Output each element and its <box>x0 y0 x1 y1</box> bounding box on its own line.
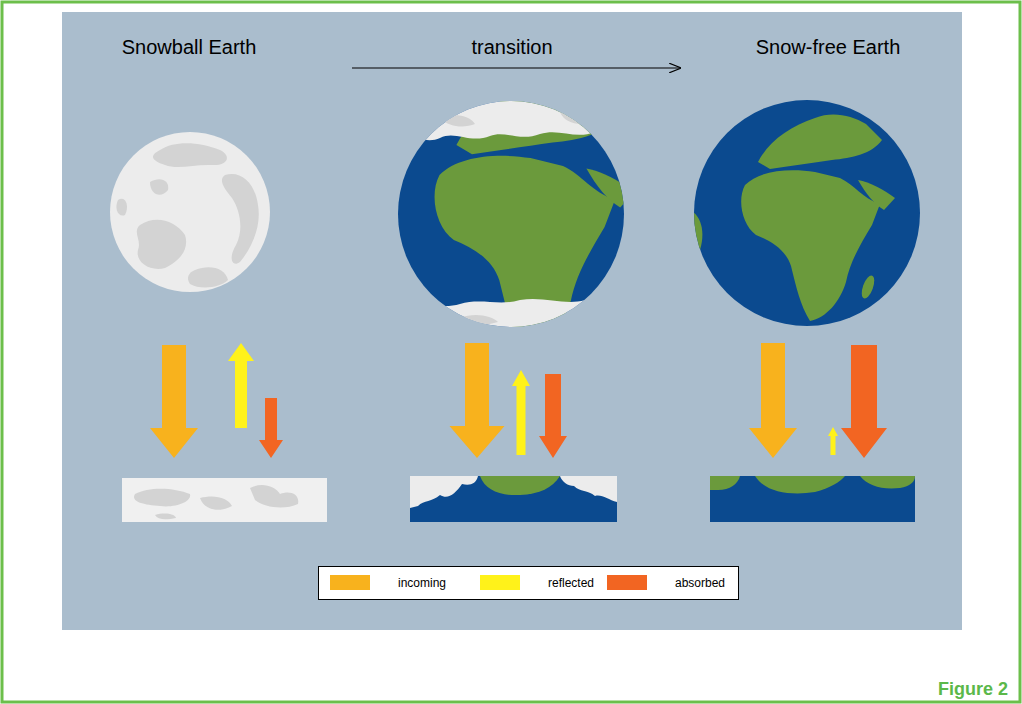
legend-item: reflected <box>480 575 594 590</box>
legend-text: incoming <box>398 576 446 590</box>
radiation-arrow <box>841 345 887 458</box>
snowball-globe <box>110 132 270 292</box>
legend-swatch <box>330 575 370 590</box>
panel-heading: Snowball Earth <box>122 36 257 59</box>
snow-free-ground <box>710 476 915 522</box>
panel-heading: transition <box>471 36 552 59</box>
panel-heading: Snow-free Earth <box>756 36 901 59</box>
transition-arrow <box>352 67 680 68</box>
figure-caption: Figure 2 <box>938 679 1008 700</box>
legend-text: reflected <box>548 576 594 590</box>
radiation-arrow <box>539 374 567 458</box>
legend-text: absorbed <box>675 576 725 590</box>
panel <box>62 12 962 630</box>
legend-box: incoming reflected absorbed <box>318 566 739 600</box>
legend-item: incoming <box>330 575 446 590</box>
transition-ground <box>410 476 617 522</box>
radiation-arrow <box>828 427 838 455</box>
south-ice <box>400 298 630 335</box>
radiation-arrow <box>150 345 198 458</box>
radiation-arrow <box>512 370 530 455</box>
legend-swatch <box>607 575 647 590</box>
radiation-arrow <box>228 343 254 428</box>
snowball-ground <box>122 478 327 522</box>
radiation-arrow <box>450 343 505 458</box>
legend-item: absorbed <box>607 575 725 590</box>
snow-free-globe <box>694 100 920 326</box>
north-ice <box>395 95 630 140</box>
ice-patches <box>116 143 258 287</box>
radiation-arrow <box>259 398 283 458</box>
radiation-arrow <box>749 343 797 458</box>
legend-swatch <box>480 575 520 590</box>
